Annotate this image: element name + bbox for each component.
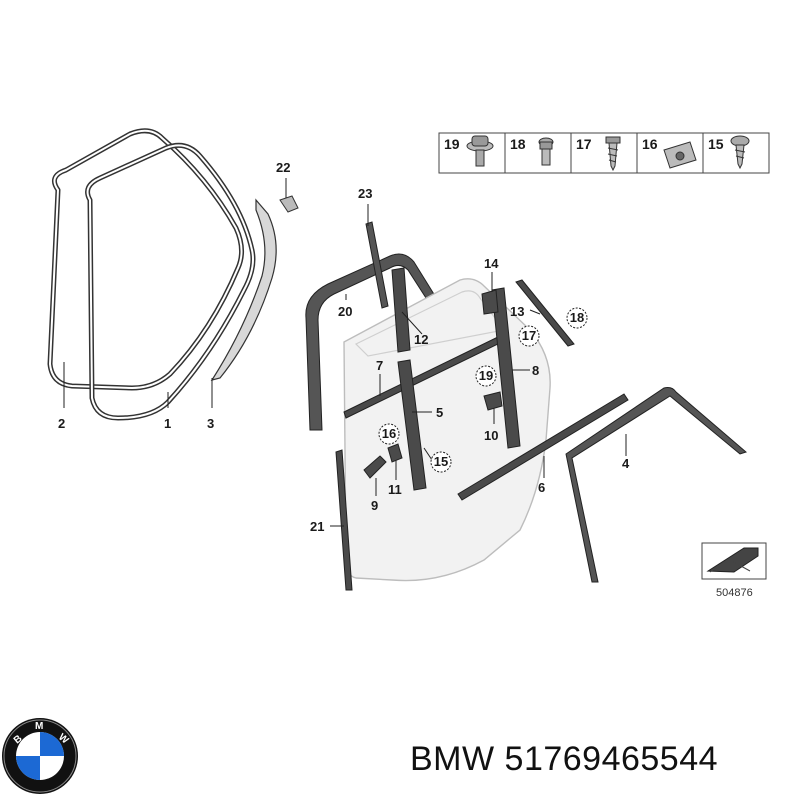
- tapping-screw-icon: [605, 136, 621, 172]
- cover-11: [387, 443, 403, 463]
- callout-9: 9: [371, 498, 378, 513]
- callout-13: 13: [510, 304, 524, 319]
- nut-clip-icon: [663, 141, 697, 169]
- ref-17: 17: [522, 328, 536, 343]
- callouts: 2 1 3 22 23 20 14 13 12 7 8 5 10 9 11 6 …: [58, 160, 630, 534]
- pillar-seal-strip: [210, 198, 277, 381]
- hw-label-15: 15: [708, 136, 724, 152]
- callout-2: 2: [58, 416, 65, 431]
- svg-text:M: M: [35, 721, 43, 732]
- hw-label-19: 19: [444, 136, 460, 152]
- outer-frame-seal: [565, 387, 747, 583]
- door-seal-inner: [85, 142, 256, 421]
- ref-18: 18: [570, 310, 584, 325]
- strip-21: [335, 449, 353, 591]
- callout-6: 6: [538, 480, 545, 495]
- cover-9: [363, 455, 387, 479]
- ref-16: 16: [382, 426, 396, 441]
- leader-lines: [63, 178, 627, 527]
- door-seal-outer: [47, 128, 244, 391]
- clip-22: [279, 195, 299, 213]
- callout-21: 21: [310, 519, 324, 534]
- callout-23: 23: [358, 186, 372, 201]
- diagram-id: 504876: [716, 587, 753, 599]
- part-number-caption: BMW 51769465544: [410, 740, 719, 778]
- cover-10: [483, 391, 503, 411]
- trim-8: [491, 287, 521, 449]
- hw-label-17: 17: [576, 136, 592, 152]
- trim-14: [481, 289, 499, 315]
- callout-20: 20: [338, 304, 352, 319]
- door-panel: [343, 278, 551, 582]
- hex-screw-icon: [538, 137, 554, 166]
- strip-23: [365, 221, 389, 309]
- callout-14: 14: [484, 256, 499, 271]
- hardware-refs: 18 17 19 16 15: [378, 307, 588, 473]
- hw-label-16: 16: [642, 136, 658, 152]
- hw-label-18: 18: [510, 136, 526, 152]
- hardware-table: 19 18 17 16 15: [438, 132, 770, 174]
- flange-bolt-icon: [466, 135, 494, 167]
- trim-5: [397, 359, 427, 491]
- channel-strip-12: [391, 267, 411, 353]
- callout-4: 4: [622, 456, 630, 471]
- bmw-logo: B M W: [2, 718, 78, 794]
- callout-8: 8: [532, 363, 539, 378]
- callout-1: 1: [164, 416, 171, 431]
- ref-19: 19: [479, 368, 493, 383]
- callout-7: 7: [376, 358, 383, 373]
- callout-5: 5: [436, 405, 443, 420]
- lower-strip-6: [457, 393, 629, 501]
- ref-15: 15: [434, 454, 448, 469]
- pan-screw-icon: [730, 135, 750, 170]
- callout-11: 11: [388, 482, 402, 497]
- callout-22: 22: [276, 160, 290, 175]
- callout-3: 3: [207, 416, 214, 431]
- trim-13: [515, 279, 575, 347]
- callout-12: 12: [414, 332, 428, 347]
- callout-10: 10: [484, 428, 498, 443]
- orientation-box: [701, 542, 767, 580]
